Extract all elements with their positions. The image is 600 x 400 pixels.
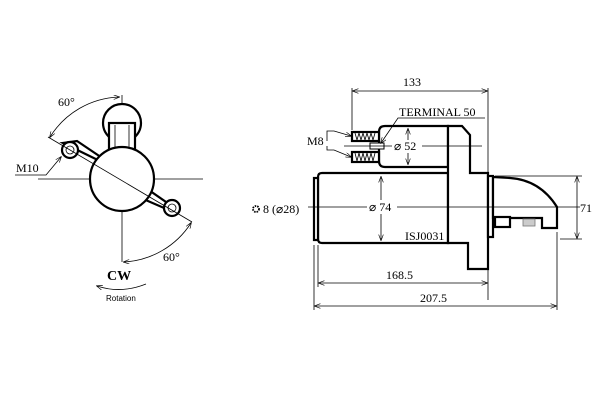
- end-cap: [312, 176, 320, 242]
- bolt-axis-line: [47, 136, 193, 223]
- terminal-50-label: TERMINAL 50: [399, 105, 476, 119]
- bolt-hole-bottom: [162, 198, 182, 218]
- dim-133: 133: [403, 75, 421, 89]
- solenoid-diameter: ⌀ 52: [394, 139, 416, 153]
- angle-label-bottom: 60°: [163, 250, 180, 264]
- body-diameter: ⌀ 74: [369, 200, 391, 214]
- mounting-flange: [446, 124, 490, 271]
- pinion-gear: [493, 215, 512, 229]
- m8-leader-top: [326, 130, 351, 141]
- dim-207-5: 207.5: [420, 291, 447, 305]
- m10-leader: [15, 157, 61, 176]
- rotation-arrow-icon: [97, 283, 147, 290]
- part-number: ISJ0031: [405, 229, 444, 243]
- drive-nose: [491, 175, 559, 230]
- angle-arc-bottom: [124, 223, 191, 262]
- side-view: 133 168.5 207.5 71 ⌀ 74 ⌀ 52 TERMINAL 50…: [252, 75, 592, 310]
- angle-label-top: 60°: [58, 95, 75, 109]
- rotation-direction: CW: [107, 269, 131, 284]
- motor-body-circle: [88, 145, 156, 213]
- front-view: 60° 60° M10 CW Rotation: [15, 95, 203, 303]
- pinion-teeth-label: 8 (⌀28): [263, 202, 299, 216]
- rotation-label: Rotation: [106, 294, 136, 303]
- stud-thread-label: M8: [307, 134, 324, 148]
- m8-leader-bottom: [326, 146, 351, 157]
- angle-arc-top: [50, 97, 119, 137]
- dim-71: 71: [580, 201, 592, 215]
- thread-label-m10: M10: [16, 161, 39, 175]
- dim-168-5: 168.5: [386, 268, 413, 282]
- pinion-tooth: [522, 218, 536, 227]
- gear-icon: [252, 205, 260, 213]
- terminal-leader: [381, 117, 485, 143]
